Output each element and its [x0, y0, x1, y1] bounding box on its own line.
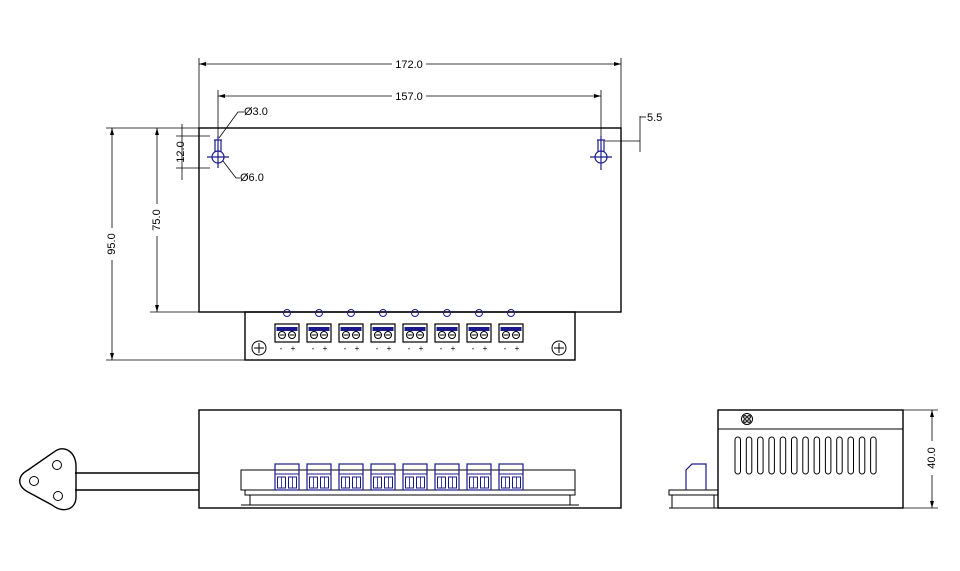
dim-label-overall-width: 172.0	[395, 59, 423, 71]
terminal-block-top: -+	[402, 309, 428, 353]
terminal-block-front	[370, 463, 396, 491]
mounting-slot-left	[207, 136, 229, 168]
terminal-neg-label: -	[312, 344, 315, 353]
terminal-block-top: -+	[466, 309, 492, 353]
vent-slot	[757, 436, 764, 475]
dim-slot-offset: 12.0	[175, 124, 210, 180]
vent-slot	[847, 436, 854, 475]
terminal-block-top: -+	[274, 309, 300, 353]
dim-label-height: 40.0	[926, 447, 938, 468]
terminal-pos-label: +	[419, 344, 424, 353]
front-pcb-board	[244, 489, 576, 496]
side-view-body	[717, 409, 904, 509]
terminal-block-front	[434, 463, 460, 491]
terminal-pos-label: +	[451, 344, 456, 353]
mounting-slot-right	[590, 136, 612, 170]
terminal-neg-label: -	[472, 344, 475, 353]
terminal-pos-label: +	[291, 344, 296, 353]
terminal-pos-label: +	[387, 344, 392, 353]
terminal-block-top: -+	[370, 309, 396, 353]
dim-label-hole-spacing: 157.0	[395, 91, 423, 103]
top-view-body	[198, 127, 622, 313]
vent-slot	[768, 436, 775, 475]
dim-slot-large: Ø6.0	[222, 160, 264, 184]
vent-slot	[802, 436, 809, 475]
terminal-block-top: -+	[434, 309, 460, 353]
terminal-block-front	[306, 463, 332, 491]
terminal-block-top: -+	[306, 309, 332, 353]
terminal-pos-label: +	[515, 344, 520, 353]
dim-body-depth: 75.0	[150, 127, 199, 313]
screw-hole-right	[551, 340, 567, 356]
side-screw-icon	[741, 413, 753, 425]
front-view-body	[198, 409, 622, 509]
terminal-pos-label: +	[483, 344, 488, 353]
terminal-pos-label: +	[355, 344, 360, 353]
vent-slot	[836, 436, 843, 475]
dim-label-slot-large: Ø6.0	[240, 172, 264, 184]
terminal-neg-label: -	[440, 344, 443, 353]
terminal-neg-label: -	[408, 344, 411, 353]
vent-slot	[858, 436, 866, 475]
terminal-block-front	[402, 463, 428, 491]
terminal-block-top: -+	[498, 309, 524, 353]
front-terminal-row	[274, 463, 524, 491]
dim-overall-depth: 95.0	[106, 127, 245, 361]
vent-slots	[734, 436, 877, 475]
vent-slot	[791, 436, 798, 475]
dim-label-body-depth: 75.0	[151, 209, 163, 230]
dim-slot-small: Ø3.0	[218, 106, 268, 139]
terminal-block-front	[498, 463, 524, 491]
side-pcb	[668, 489, 719, 496]
power-plug-icon	[19, 448, 77, 511]
vent-slot	[745, 436, 753, 475]
dim-label-slot-small: Ø3.0	[244, 106, 268, 118]
terminal-block-top: -+	[338, 309, 364, 353]
dim-overall-width: 172.0	[198, 58, 622, 128]
dim-label-overall-depth: 95.0	[106, 233, 118, 254]
vent-slot	[870, 436, 877, 475]
side-view: 40.0	[668, 409, 938, 509]
front-view	[19, 409, 622, 511]
front-pcb-outline	[240, 469, 576, 491]
terminal-block-front	[274, 463, 300, 491]
vent-slot	[779, 436, 787, 475]
terminal-pos-label: +	[323, 344, 328, 353]
power-cable	[75, 472, 199, 491]
dim-label-edge-offset: 5.5	[647, 112, 662, 124]
dim-height: 40.0	[903, 409, 938, 509]
terminal-neg-label: -	[344, 344, 347, 353]
terminal-neg-label: -	[376, 344, 379, 353]
top-view: -+-+-+-+-+-+-+-+ 172.0 157.0 Ø3.0	[106, 58, 662, 361]
side-terminal	[685, 463, 707, 490]
terminal-neg-label: -	[504, 344, 507, 353]
terminal-block-front	[466, 463, 492, 491]
dim-label-slot-offset: 12.0	[175, 141, 187, 162]
screw-hole-left	[251, 340, 267, 356]
dim-hole-spacing: 157.0	[217, 90, 602, 136]
terminal-board	[244, 311, 576, 361]
vent-slot	[734, 436, 741, 475]
dim-edge-offset: 5.5	[605, 112, 662, 152]
terminal-neg-label: -	[280, 344, 283, 353]
vent-slot	[824, 436, 832, 475]
vent-slot	[813, 436, 821, 475]
top-terminal-row: -+-+-+-+-+-+-+-+	[274, 309, 524, 353]
terminal-block-front	[338, 463, 364, 491]
